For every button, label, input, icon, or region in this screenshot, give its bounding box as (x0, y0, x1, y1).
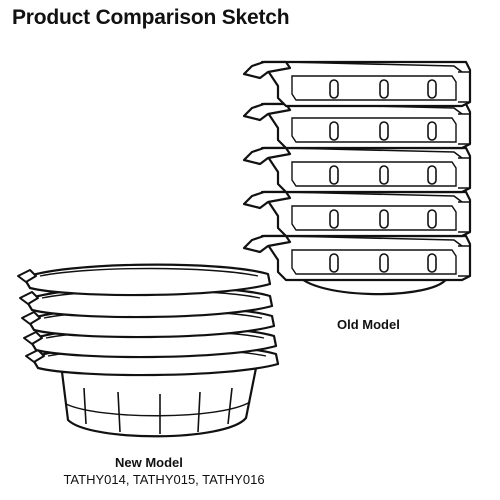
new-model-label: New Model (115, 455, 183, 470)
new-model-codes: TATHY014, TATHY015, TATHY016 (63, 472, 265, 487)
page-title: Product Comparison Sketch (12, 6, 290, 29)
old-model-stack (242, 60, 472, 296)
new-model-stack (16, 263, 280, 438)
old-model-label: Old Model (337, 317, 400, 332)
